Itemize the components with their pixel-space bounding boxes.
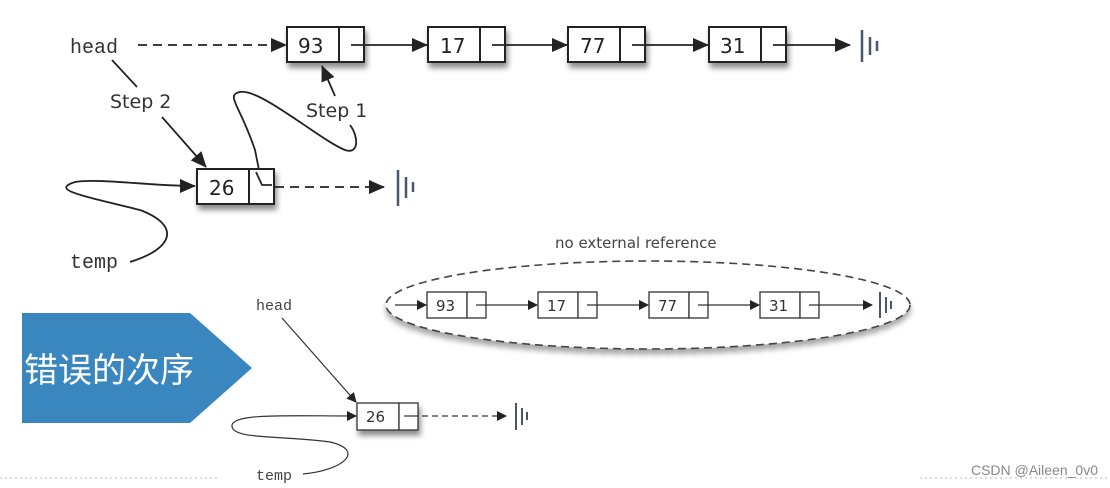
step2-arrow — [161, 116, 207, 168]
head-pointer-label: head — [70, 37, 118, 60]
top-diagram: head 93 17 77 31 — [65, 26, 879, 275]
top-new-node — [196, 168, 275, 205]
node-data-cell — [567, 26, 621, 63]
null-ground-icon — [396, 170, 415, 206]
temp-curve-arrow — [231, 410, 357, 475]
head-to-step2-line — [111, 59, 138, 88]
banner-text: 错误的次序 — [24, 351, 194, 391]
bottom-diagram: no external reference 93 17 77 31 head — [231, 234, 911, 485]
node-value: 26 — [366, 408, 385, 426]
node-data-cell — [426, 291, 468, 319]
node-data-cell — [648, 291, 690, 319]
node-data-cell — [759, 291, 801, 319]
node-value: 31 — [720, 34, 745, 58]
top-node-1 — [427, 26, 506, 63]
node-next-cell — [248, 168, 275, 205]
node-data-cell — [286, 26, 340, 63]
new-node-next-curve — [232, 91, 358, 186]
head-pointer-label: head — [256, 298, 292, 315]
node-value: 26 — [209, 176, 234, 200]
node-value: 17 — [440, 34, 465, 58]
step-1-label: Step 1 — [306, 100, 367, 122]
ellipse-caption: no external reference — [555, 234, 717, 252]
step-2-label: Step 2 — [110, 91, 171, 113]
node-value: 17 — [547, 297, 566, 315]
node-value: 77 — [580, 34, 605, 58]
node-data-cell — [708, 26, 762, 63]
top-node-3 — [708, 26, 787, 63]
wrong-order-banner: 错误的次序 — [22, 313, 252, 423]
next-pointer-stub — [255, 171, 272, 186]
temp-pointer-label: temp — [70, 252, 118, 275]
csdn-watermark: CSDN @Aileen_0v0 — [970, 462, 1098, 478]
node-value: 77 — [658, 297, 677, 315]
step1-arrow — [321, 65, 336, 97]
node-data-cell — [196, 168, 250, 205]
node-value: 93 — [436, 297, 455, 315]
null-ground-icon — [879, 292, 892, 318]
node-value: 93 — [298, 34, 323, 58]
temp-curve-arrow — [65, 178, 196, 263]
null-ground-icon — [860, 30, 879, 62]
node-value: 31 — [769, 297, 788, 315]
null-ground-icon — [515, 403, 528, 430]
banner-pentagon-shape — [22, 313, 252, 423]
head-arrow — [281, 317, 357, 403]
temp-pointer-label: temp — [256, 468, 292, 485]
